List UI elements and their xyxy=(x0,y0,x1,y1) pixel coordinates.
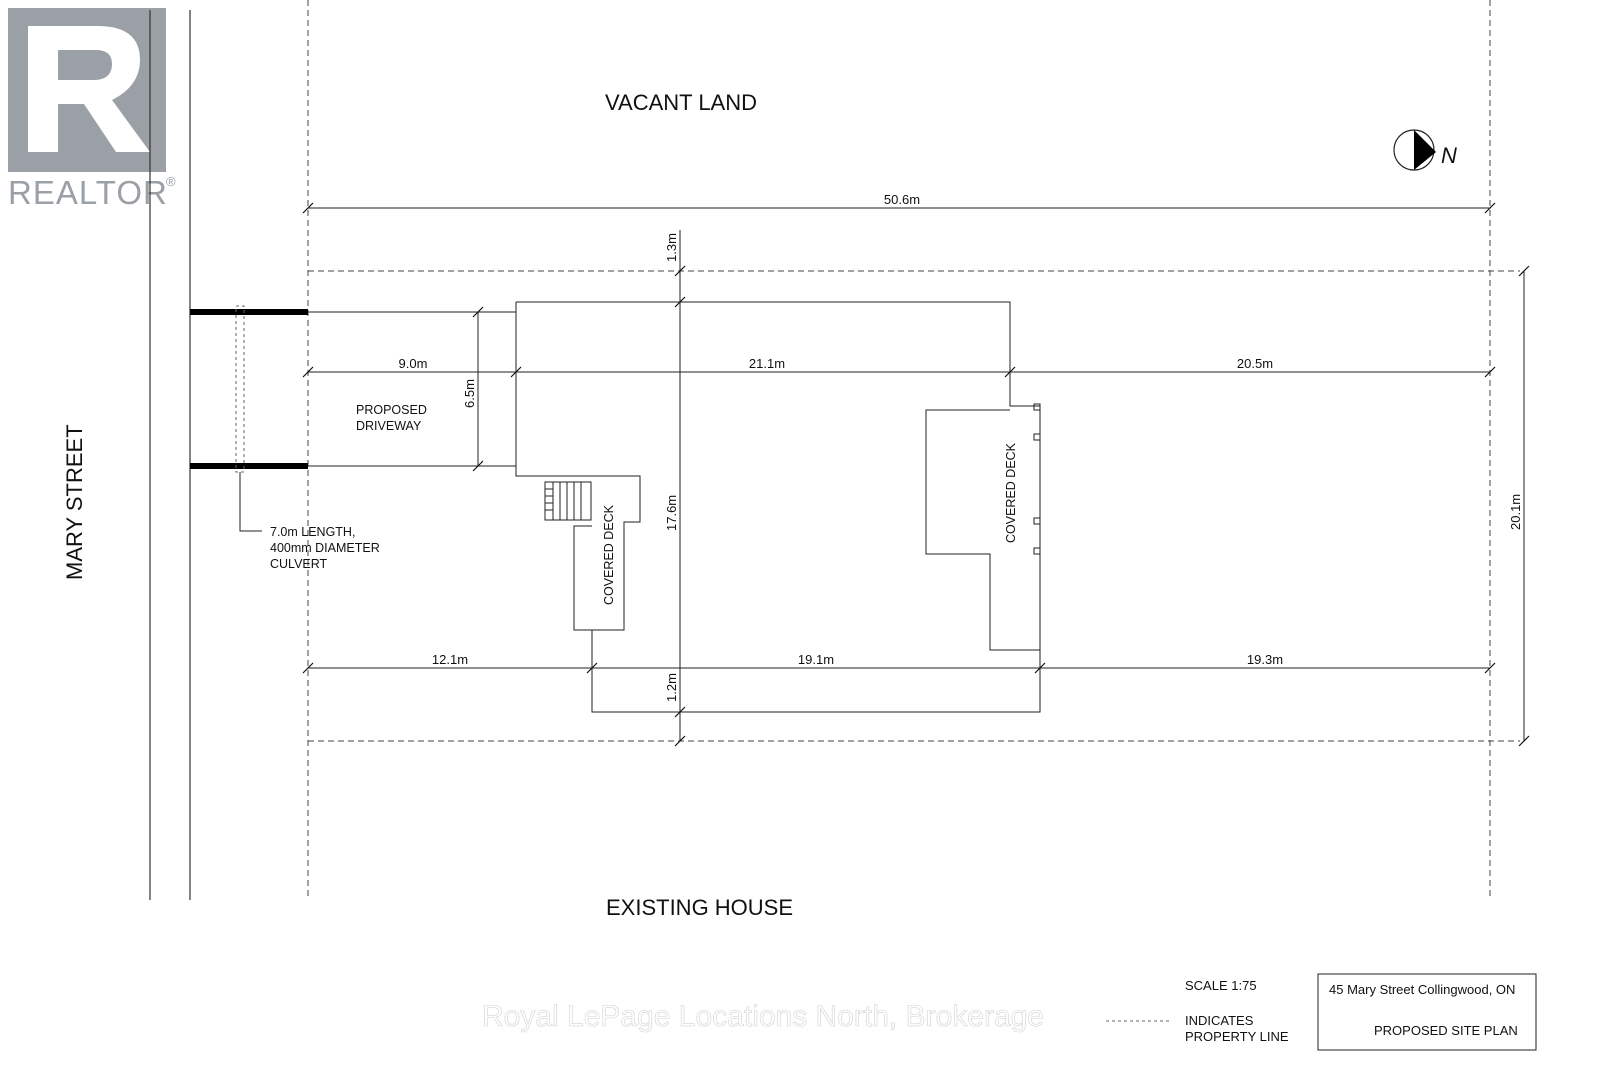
title-block-address: 45 Mary Street Collingwood, ON xyxy=(1329,982,1515,997)
culvert-label-line3: CULVERT xyxy=(270,557,328,571)
dim-house-length-top: 21.1m xyxy=(749,356,785,371)
scale-label: SCALE 1:75 xyxy=(1185,978,1257,993)
logo-text: REALTOR xyxy=(8,174,168,211)
driveway-label-line2: DRIVEWAY xyxy=(356,419,422,433)
legend-property-line: PROPERTY LINE xyxy=(1185,1029,1289,1044)
driveway-label-line1: PROPOSED xyxy=(356,403,427,417)
driveway xyxy=(190,305,516,532)
dim-south-setback: 1.2m xyxy=(664,673,679,702)
title-block: 45 Mary Street Collingwood, ON PROPOSED … xyxy=(1317,973,1537,1051)
dim-house-depth: 17.6m xyxy=(664,495,679,531)
registered-mark: ® xyxy=(166,174,176,189)
existing-house-label: EXISTING HOUSE xyxy=(606,895,793,920)
vacant-land-label: VACANT LAND xyxy=(605,90,757,115)
house-outline xyxy=(515,301,1041,713)
dim-lot-width: 20.1m xyxy=(1508,494,1523,530)
dim-rear-bottom: 19.3m xyxy=(1247,652,1283,667)
north-arrow-icon xyxy=(1393,129,1436,171)
culvert-label-line1: 7.0m LENGTH, xyxy=(270,525,355,539)
brokerage-watermark: Royal LePage Locations North, Brokerage xyxy=(482,1000,1044,1033)
dim-north-setback: 1.3m xyxy=(664,233,679,262)
dim-front-bottom: 12.1m xyxy=(432,652,468,667)
legend: SCALE 1:75 INDICATES PROPERTY LINE xyxy=(1106,978,1289,1044)
dim-driveway-length: 9.0m xyxy=(399,356,428,371)
north-label: N xyxy=(1441,143,1457,168)
dim-driveway-width: 6.5m xyxy=(462,379,477,408)
legend-indicates: INDICATES xyxy=(1185,1013,1254,1028)
realtor-logo: REALTOR ® xyxy=(8,8,176,211)
property-lines xyxy=(307,0,1520,900)
dim-house-length-bottom: 19.1m xyxy=(798,652,834,667)
culvert-label-line2: 400mm DIAMETER xyxy=(270,541,380,555)
dim-overall-length: 50.6m xyxy=(884,192,920,207)
covered-deck-right-label: COVERED DECK xyxy=(1004,442,1018,543)
covered-deck-left-label: COVERED DECK xyxy=(602,504,616,605)
dim-rear-top: 20.5m xyxy=(1237,356,1273,371)
title-block-title: PROPOSED SITE PLAN xyxy=(1374,1023,1518,1038)
mary-street-label: MARY STREET xyxy=(62,424,87,580)
dimension-lines xyxy=(302,202,1530,747)
svg-text:REALTOR: REALTOR xyxy=(8,174,168,211)
